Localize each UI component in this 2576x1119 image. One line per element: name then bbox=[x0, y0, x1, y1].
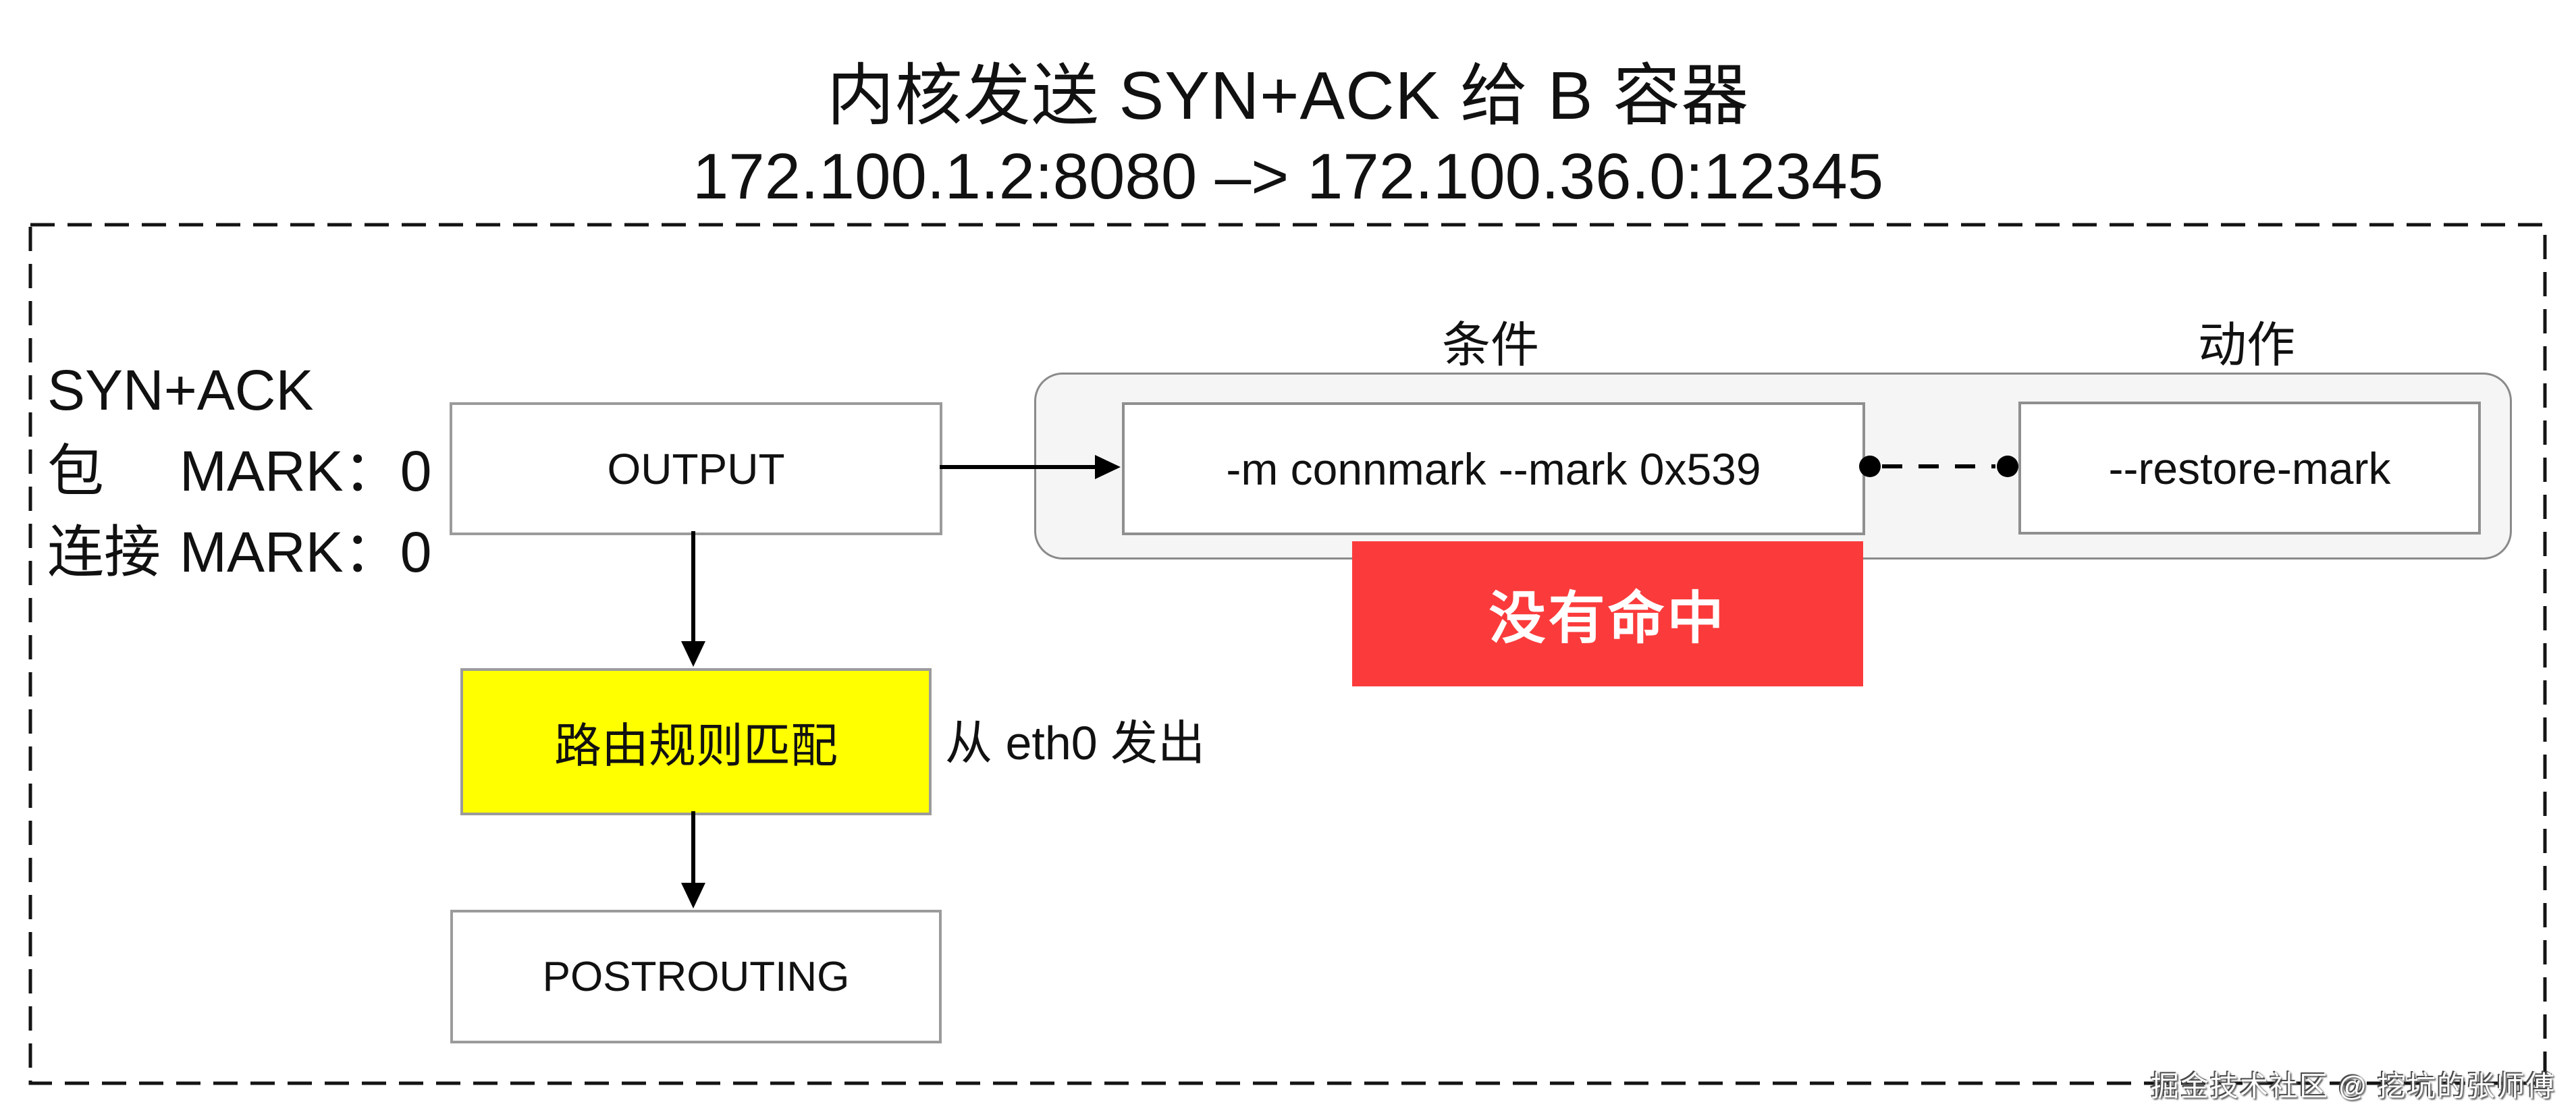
flow-subtitle: 172.100.1.2:8080 –> 172.100.36.0:12345 bbox=[692, 140, 1884, 213]
arrow-routing-to-postrouting-icon bbox=[681, 811, 705, 908]
conn-mark-label: 连接 bbox=[47, 520, 161, 584]
routing-match-box: 路由规则匹配 bbox=[460, 668, 932, 815]
watermark: 掘金技术社区 @ 挖坑的张师傅 bbox=[2151, 1070, 2556, 1102]
packet-proto-line: SYN+ACK bbox=[47, 350, 479, 431]
packet-mark-label: 包 bbox=[47, 439, 105, 503]
arrow-output-to-routing-icon bbox=[681, 531, 705, 667]
packet-mark-line: 包 MARK：0 bbox=[47, 431, 479, 512]
miss-badge: 没有命中 bbox=[1352, 541, 1863, 686]
packet-mark-value: MARK：0 bbox=[180, 439, 432, 503]
packet-info: SYN+ACK 包 MARK：0 连接 MARK：0 bbox=[47, 350, 479, 593]
action-header: 动作 bbox=[2197, 318, 2295, 373]
condition-rule-box: -m connmark --mark 0x539 bbox=[1122, 402, 1865, 535]
conn-mark-value: MARK：0 bbox=[180, 520, 432, 584]
postrouting-chain-box: POSTROUTING bbox=[450, 910, 942, 1043]
packet-proto: SYN+ACK bbox=[47, 358, 314, 422]
action-rule-box: --restore-mark bbox=[2018, 402, 2481, 535]
condition-header: 条件 bbox=[1441, 318, 1539, 373]
page-title: 内核发送 SYN+ACK 给 B 容器 bbox=[826, 57, 1750, 134]
conn-mark-line: 连接 MARK：0 bbox=[47, 512, 479, 593]
egress-note: 从 eth0 发出 bbox=[945, 716, 1206, 769]
output-chain-box: OUTPUT bbox=[450, 402, 942, 535]
